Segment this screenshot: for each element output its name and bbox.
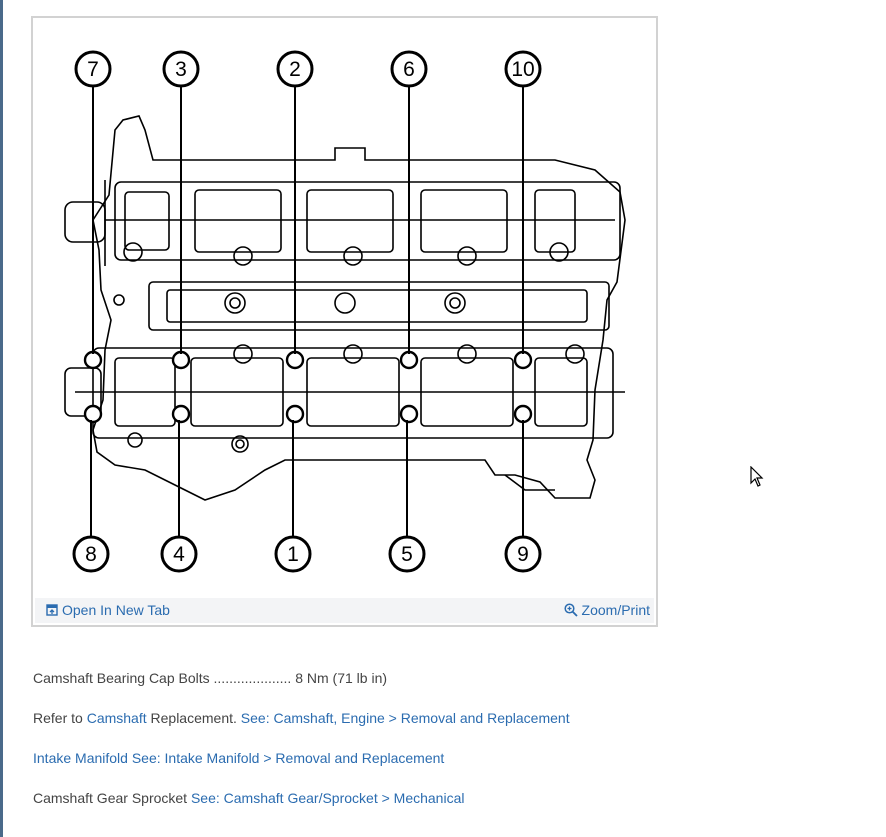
refer-line: Refer to Camshaft Replacement. See: Cams… (33, 710, 570, 726)
figure-panel: 7 3 2 6 10 8 4 1 5 9 Open In New Tab Zoo… (31, 16, 658, 627)
callout-circle-top-2 (162, 50, 200, 88)
spec-dots: .................... (213, 670, 292, 686)
spec-value: 8 Nm (71 lb in) (295, 670, 388, 686)
callout-circle-bottom-3 (274, 535, 312, 573)
callout-label-top-2: 3 (175, 58, 187, 81)
sprocket-line: Camshaft Gear Sprocket See: Camshaft Gea… (33, 790, 464, 806)
callout-label-top-1: 7 (87, 58, 99, 81)
open-new-tab-icon (46, 604, 58, 616)
torque-spec-line: Camshaft Bearing Cap Bolts .............… (33, 670, 387, 686)
camshaft-sprocket-link[interactable]: See: Camshaft Gear/Sprocket > Mechanical (190, 790, 465, 806)
callout-label-bottom-5: 9 (517, 543, 529, 566)
spec-item: Camshaft Bearing Cap Bolts (33, 670, 210, 686)
callout-label-top-4: 6 (403, 58, 415, 81)
callout-label-bottom-3: 1 (287, 543, 299, 566)
callout-circle-top-1 (74, 50, 112, 88)
camshaft-removal-link[interactable]: See: Camshaft, Engine > Removal and Repl… (240, 710, 570, 726)
callout-circle-bottom-1 (72, 535, 110, 573)
callout-circle-top-5 (504, 50, 542, 88)
refer-middle: Replacement. (146, 710, 241, 726)
figure-footer: Open In New Tab Zoom/Print (35, 598, 654, 623)
intake-line: Intake Manifold See: Intake Manifold > R… (33, 750, 444, 766)
mouse-cursor-icon (750, 466, 764, 487)
zoom-print-label: Zoom/Print (581, 602, 650, 618)
callout-circle-bottom-2 (160, 535, 198, 573)
callout-label-bottom-4: 5 (401, 543, 413, 566)
open-in-new-tab-label: Open In New Tab (62, 602, 170, 618)
refer-prefix: Refer to (33, 710, 87, 726)
callout-circle-top-4 (390, 50, 428, 88)
magnifier-plus-icon (563, 603, 578, 617)
camshaft-link[interactable]: Camshaft (86, 710, 147, 726)
sprocket-text: Camshaft Gear Sprocket (33, 790, 191, 806)
camshaft-bolt-sequence-diagram[interactable]: 7 3 2 6 10 8 4 1 5 9 (35, 20, 658, 600)
window-left-edge (0, 0, 3, 837)
callout-circle-bottom-4 (388, 535, 426, 573)
callout-label-top-5: 10 (511, 58, 534, 81)
callout-circle-top-3 (276, 50, 314, 88)
callout-circle-bottom-5 (504, 535, 542, 573)
intake-manifold-link[interactable]: Intake Manifold See: Intake Manifold > R… (33, 750, 445, 766)
callout-label-bottom-2: 4 (173, 543, 185, 566)
callout-label-bottom-1: 8 (85, 543, 97, 566)
open-in-new-tab-link[interactable]: Open In New Tab (46, 602, 170, 618)
zoom-print-link[interactable]: Zoom/Print (563, 602, 650, 618)
callout-label-top-3: 2 (289, 58, 301, 81)
